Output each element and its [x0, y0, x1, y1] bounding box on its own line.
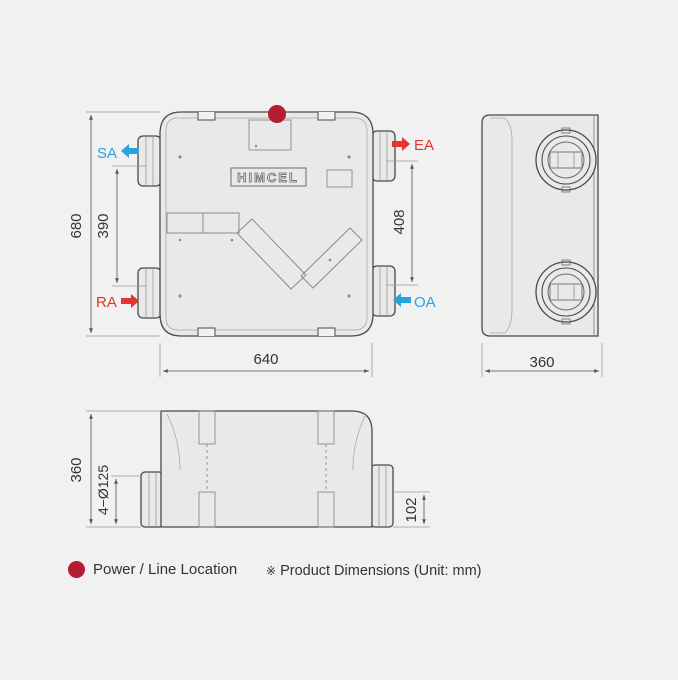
- side-dimensions: [481, 343, 603, 377]
- duct-oa: [371, 265, 396, 317]
- bottom-dimensions: [86, 410, 430, 528]
- port-label-oa: OA: [414, 294, 436, 311]
- dim-front-width: 640: [253, 351, 278, 368]
- power-dot-icon: [68, 561, 85, 578]
- sa-arrow-icon: [121, 144, 139, 158]
- bottom-duct-left: [140, 471, 164, 528]
- dim-front-inner-left: 390: [95, 213, 112, 238]
- oa-arrow-icon: [393, 293, 411, 307]
- side-duct-top: [535, 127, 597, 193]
- label-plate: [326, 169, 353, 188]
- side-view: [481, 114, 599, 337]
- duct-ra: [137, 267, 162, 319]
- port-label-ra: RA: [96, 294, 117, 311]
- bottom-duct-right: [370, 464, 394, 528]
- legend-power: Power / Line Location: [68, 561, 237, 578]
- brand-badge: [230, 167, 307, 187]
- dim-bottom-duct: 4−Ø125: [95, 465, 111, 515]
- front-body: [159, 111, 374, 337]
- side-duct-bottom: [535, 259, 597, 325]
- dim-front-inner-right: 408: [391, 209, 408, 234]
- legend-note-text: Product Dimensions (Unit: mm): [280, 563, 482, 579]
- port-label-sa: SA: [97, 145, 117, 162]
- ra-arrow-icon: [121, 294, 139, 308]
- legend-note: ※Product Dimensions (Unit: mm): [266, 563, 482, 579]
- duct-sa: [137, 135, 162, 187]
- reference-mark-icon: ※: [266, 564, 277, 578]
- bottom-view: [140, 410, 394, 528]
- flow-arrows: [121, 137, 411, 308]
- dim-front-height: 680: [68, 213, 85, 238]
- front-dimensions: [86, 111, 418, 377]
- bottom-body: [160, 410, 373, 528]
- duct-ea: [371, 130, 396, 182]
- control-box: [248, 119, 292, 151]
- brand-badge-text: HIMCEL: [237, 170, 299, 185]
- dim-bottom-offset: 102: [403, 497, 420, 522]
- front-view: HIMCEL: [137, 111, 396, 337]
- ea-arrow-icon: [392, 137, 410, 151]
- dim-side-width: 360: [529, 354, 554, 371]
- power-location-dot: [268, 105, 286, 123]
- dim-bottom-height: 360: [68, 457, 85, 482]
- port-label-ea: EA: [414, 137, 434, 154]
- legend-power-label: Power / Line Location: [93, 561, 238, 578]
